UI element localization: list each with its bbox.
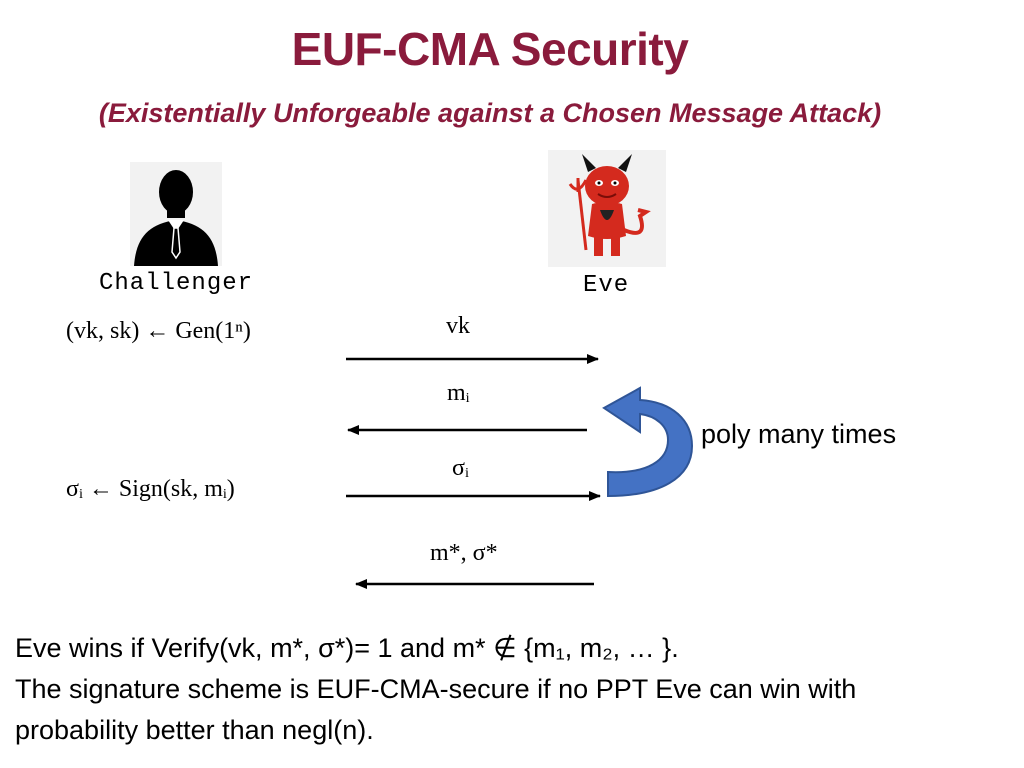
loop-label: poly many times (701, 419, 897, 449)
page-subtitle: (Existentially Unforgeable against a Cho… (98, 98, 882, 128)
page-title: EUF-CMA Security (291, 23, 689, 75)
message-sigma-i: σᵢ (452, 455, 469, 481)
footer-line-1: Eve wins if Verify(vk, m*, σ*)= 1 and m*… (15, 633, 679, 663)
footer-line-3: probability better than negl(n). (15, 715, 374, 745)
eve-label: Eve (583, 272, 630, 299)
message-vk: vk (446, 313, 470, 339)
keygen-step: (vk, sk) ← Gen(1ⁿ) (66, 318, 251, 344)
message-mi: mᵢ (447, 380, 470, 406)
loop-arrow-icon (602, 386, 694, 498)
message-forgery: m*, σ* (430, 540, 498, 566)
challenger-label: Challenger (99, 270, 254, 297)
sign-step: σᵢ ← Sign(sk, mᵢ) (66, 476, 235, 502)
footer-line-2: The signature scheme is EUF-CMA-secure i… (15, 674, 857, 704)
